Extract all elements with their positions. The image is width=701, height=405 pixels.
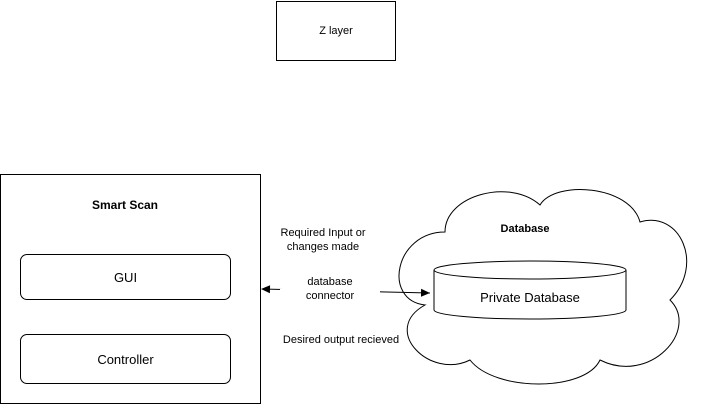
connector-label-1: database [307,276,353,288]
required-input-label-1: Required Input or [280,227,366,239]
controller-label: Controller [97,351,154,367]
database-title: Database [500,223,550,235]
smart-scan-title: Smart Scan [91,198,159,212]
private-database-label: Private Database [480,290,580,305]
connector-label-2: connector [280,289,380,303]
required-input-label-2: changes made [286,241,360,253]
z-layer-box: Z layer [276,1,396,61]
z-layer-label: Z layer [319,25,353,37]
gui-box: GUI [20,254,231,300]
desired-output-label: Desired output recieved [282,334,400,346]
private-database-cylinder [433,260,627,320]
controller-box: Controller [20,334,231,384]
gui-label: GUI [113,269,138,285]
